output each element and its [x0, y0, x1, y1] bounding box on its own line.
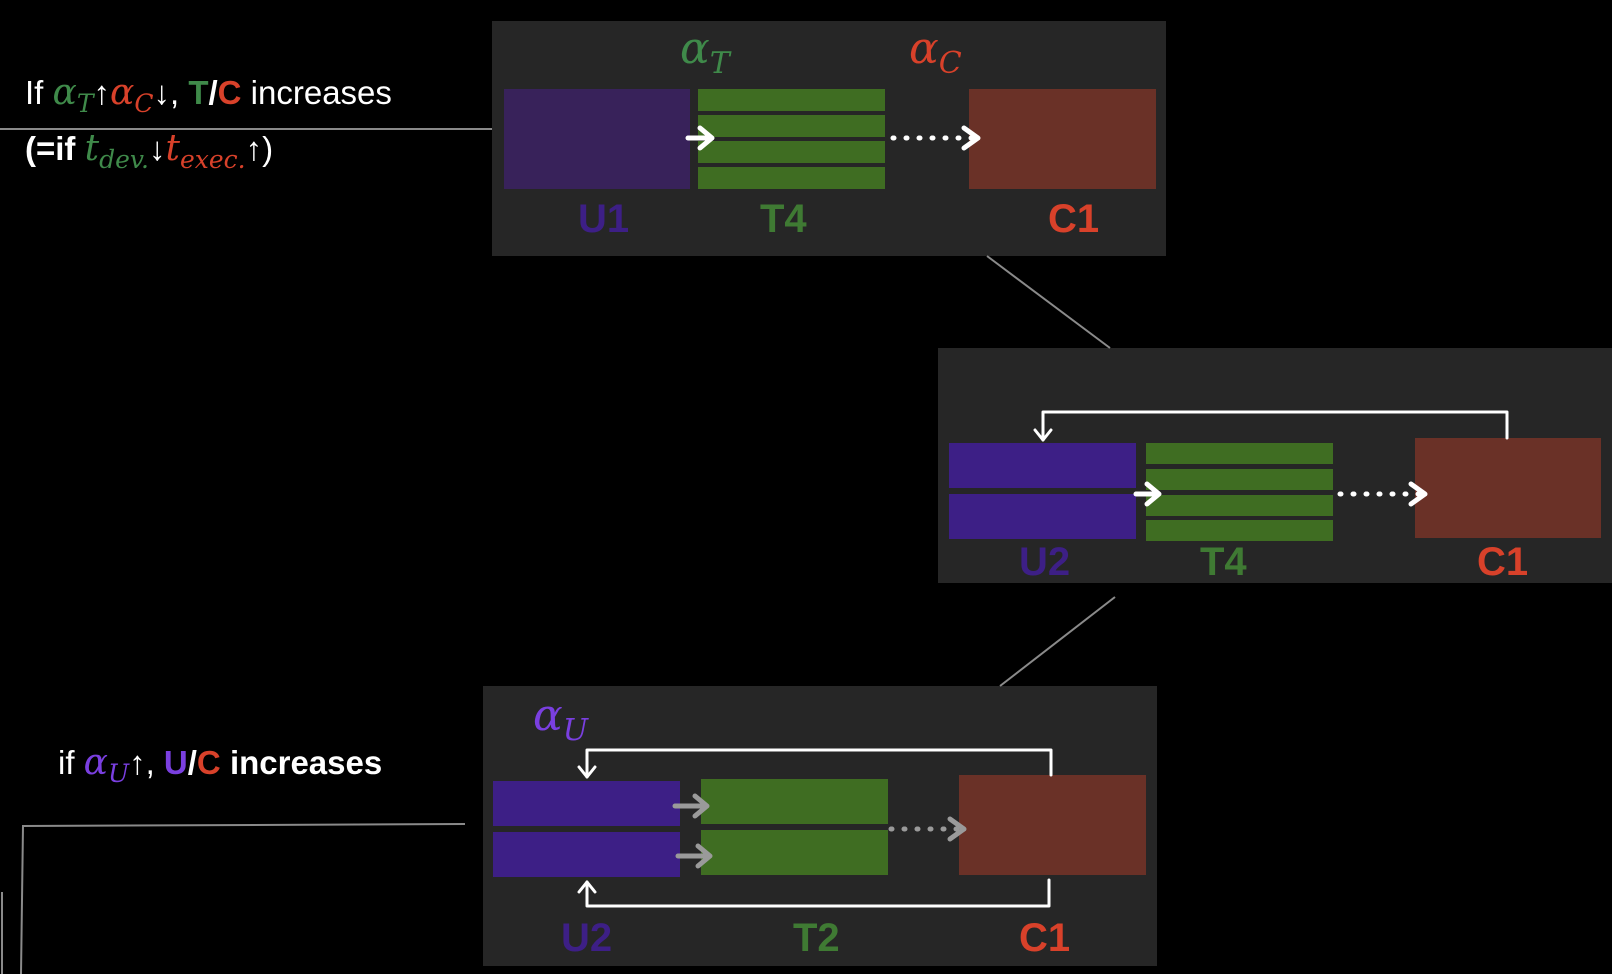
note-slash: /: [208, 74, 218, 111]
t2-bar: [701, 779, 888, 824]
feedback-loop-arrow: [577, 748, 1053, 779]
arrow-right-icon: [1133, 481, 1162, 507]
label-c1: C1: [1019, 916, 1071, 960]
note-u: U: [163, 744, 188, 781]
connector-line: [986, 255, 1111, 349]
panel-2: U2 T4 C1: [938, 348, 1612, 584]
panel-3: αU U2 T2 C1: [483, 686, 1157, 966]
note-c: C: [217, 74, 242, 111]
u2-bar: [493, 832, 680, 877]
down-arrow-icon: ↓: [148, 130, 166, 167]
label-c1: C1: [1048, 197, 1100, 241]
t4-bar: [1146, 469, 1333, 490]
u2-bar: [493, 781, 680, 826]
dotted-arrow-icon: [1337, 481, 1428, 507]
dotted-arrow-icon: [888, 816, 967, 842]
arrow-right-icon: [672, 793, 710, 819]
t4-bar: [698, 89, 885, 111]
note-c: C: [196, 744, 221, 781]
arrow-right-icon: [675, 843, 713, 869]
note-alpha-u: αU: [83, 742, 130, 788]
t4-bar: [1146, 443, 1333, 464]
down-arrow-icon: ↓,: [153, 74, 180, 111]
panel1-alpha-c: αC: [909, 23, 962, 81]
note-if: if: [58, 744, 75, 781]
note-increases: increases: [250, 74, 392, 111]
label-u1: U1: [578, 197, 630, 241]
note-increases: increases: [229, 744, 383, 781]
note-t-exec: texec.: [165, 128, 246, 174]
c1-block: [959, 775, 1146, 875]
u1-block: [504, 89, 690, 189]
panel-1: αT αC U1 T4 C1: [492, 21, 1166, 256]
c1-block: [969, 89, 1156, 189]
panel3-alpha-u: αU: [533, 690, 589, 748]
note-top-line1: If αT↑αC↓, T/C increases: [25, 72, 392, 118]
note-if: If: [25, 74, 44, 111]
u2-bar: [949, 443, 1136, 488]
u2-bar: [949, 494, 1136, 539]
note-alpha-t: αT: [52, 72, 94, 118]
t4-bar: [1146, 520, 1333, 541]
note-bottom: if αU↑, U/C increases: [58, 742, 382, 788]
note-t: T: [188, 74, 209, 111]
arrow-right-icon: [685, 125, 715, 151]
t4-bar: [698, 115, 885, 137]
feedback-loop-arrow: [577, 878, 1051, 908]
label-t4: T4: [1200, 540, 1247, 584]
feedback-loop-arrow: [1033, 410, 1509, 442]
t4-bar: [698, 141, 885, 163]
label-t2: T2: [793, 916, 840, 960]
note-slash: /: [187, 744, 197, 781]
bottom-bracket-line: [20, 823, 466, 974]
note-alpha-c: αC: [110, 72, 154, 118]
label-u2: U2: [1019, 540, 1071, 584]
up-arrow-icon: ↑: [93, 74, 111, 111]
up-arrow-icon: ↑,: [129, 744, 155, 781]
c1-block: [1415, 438, 1601, 538]
note-t-dev: tdev.: [84, 128, 149, 174]
note-top-line2: (=if tdev.↓texec.↑): [25, 128, 273, 174]
dotted-arrow-icon: [890, 125, 981, 151]
label-t4: T4: [760, 197, 807, 241]
panel1-alpha-t: αT: [680, 23, 730, 81]
connector-line: [999, 596, 1116, 687]
label-c1: C1: [1477, 540, 1529, 584]
up-arrow-icon: ↑): [245, 130, 274, 167]
label-u2: U2: [561, 916, 613, 960]
t4-bar: [698, 167, 885, 189]
t2-bar: [701, 830, 888, 875]
note-open: (=if: [25, 130, 76, 167]
t4-bar: [1146, 495, 1333, 516]
